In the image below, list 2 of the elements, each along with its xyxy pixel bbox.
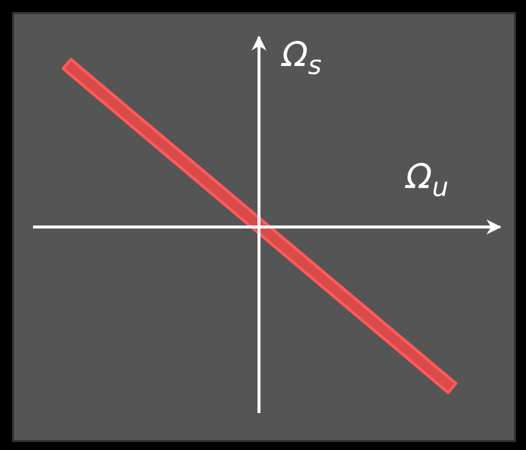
axis-label: Ω$_{u}$ xyxy=(406,160,448,201)
axis-label: Ω$_{s}$ xyxy=(282,38,322,79)
